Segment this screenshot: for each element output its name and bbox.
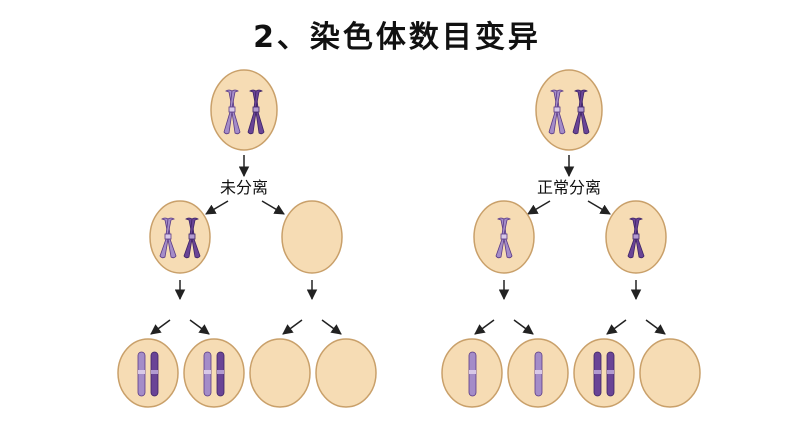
arrow-right — [261, 200, 285, 215]
left-daughter-cell-empty — [281, 200, 343, 274]
chromosome-light-x — [223, 89, 241, 135]
arrow-right — [189, 319, 210, 335]
chromosome-dark-x — [627, 217, 645, 259]
left-gamete-disomic — [117, 338, 179, 408]
arrow-left — [150, 319, 171, 335]
arrow-left — [527, 200, 551, 215]
arrow-left — [474, 319, 495, 335]
centromere — [138, 370, 145, 374]
left-parent-cell — [210, 69, 278, 151]
right-gamete-dark-pair — [573, 338, 635, 408]
arrow-right — [587, 200, 611, 215]
right-parent-cell — [535, 69, 603, 151]
left-gamete-nullisomic — [249, 338, 311, 408]
right-daughter-cell-light — [473, 200, 535, 274]
chromosome-light-x — [159, 217, 177, 259]
right-gamete-light — [441, 338, 503, 408]
arrow-right — [321, 319, 342, 335]
arrow-left — [282, 319, 303, 335]
arrow-right — [645, 319, 666, 335]
right-daughter-cell-dark — [605, 200, 667, 274]
normal-separation-label: 正常分离 — [537, 178, 601, 197]
left-panel-nondisjunction: 未分离 — [117, 69, 377, 408]
right-gamete-light — [507, 338, 569, 408]
chromosome-dark-x — [247, 89, 265, 135]
chromosome-light-x — [548, 89, 566, 135]
centromere — [204, 370, 211, 374]
arrow-left — [205, 200, 229, 215]
centromere — [535, 370, 542, 374]
centromere — [151, 370, 158, 374]
arrow-left — [606, 319, 627, 335]
chromosome-dark-x — [183, 217, 201, 259]
left-gamete-disomic — [183, 338, 245, 408]
centromere — [217, 370, 224, 374]
diagram-title: 2、染色体数目变异 — [253, 20, 541, 55]
centromere — [607, 370, 614, 374]
chromosome-dark-x — [572, 89, 590, 135]
nondisjunction-label: 未分离 — [220, 178, 268, 197]
left-gamete-nullisomic — [315, 338, 377, 408]
arrow-right — [513, 319, 534, 335]
chromosome-light-x — [495, 217, 513, 259]
centromere — [594, 370, 601, 374]
centromere — [469, 370, 476, 374]
left-daughter-cell-both — [149, 200, 211, 274]
right-panel-normal-separation: 正常分离 — [441, 69, 701, 408]
right-gamete-empty — [639, 338, 701, 408]
